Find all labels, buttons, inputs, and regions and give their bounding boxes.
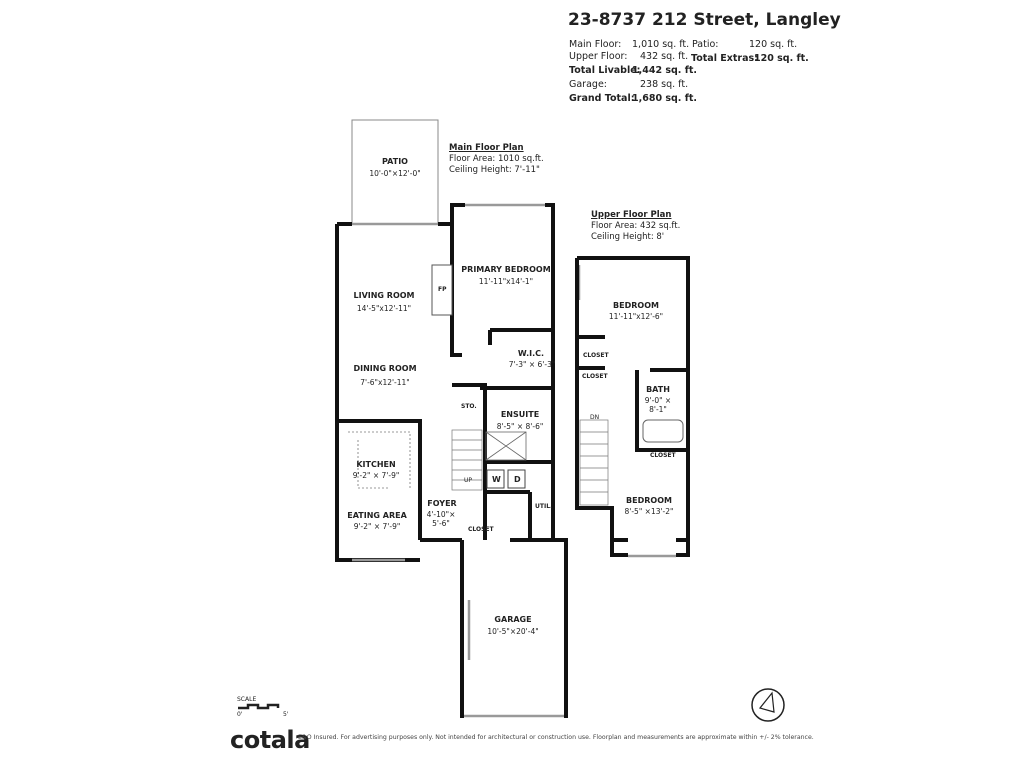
scale-bar-icon <box>238 703 280 710</box>
room-eating-area-dim: 9'-2" × 7'-9" <box>353 522 401 531</box>
room-bedroom-1-dim: 11'-11"x12'-6" <box>608 312 664 321</box>
room-primary-bedroom-name: PRIMARY BEDROOM <box>461 265 551 274</box>
room-garage-dim: 10'-5"×20'-4" <box>487 627 539 636</box>
room-kitchen-dim: 9'-2" × 7'-9" <box>352 471 400 480</box>
total-livable-label: Total Livable: <box>569 65 641 76</box>
scale-max: 5' <box>283 711 289 718</box>
upper-floor-walls <box>575 256 690 557</box>
patio-value: 120 sq. ft. <box>749 39 798 50</box>
room-foyer-dim: 4'-10"× 5'-6" <box>426 510 456 528</box>
main-floor-plan-info: Main Floor Plan Floor Area: 1010 sq.ft. … <box>449 143 544 176</box>
room-patio-dim: 10'-0"×12'-0" <box>369 169 421 178</box>
main-floor-label: Main Floor: <box>569 39 622 50</box>
washer <box>486 469 505 489</box>
room-kitchen-name: KITCHEN <box>356 460 396 469</box>
room-wic-name: W.I.C. <box>517 349 545 358</box>
room-ensuite-name: ENSUITE <box>500 410 540 419</box>
room-ensuite-dim: 8'-5" × 8'-6" <box>496 422 544 431</box>
utility-label: UTIL. <box>535 503 553 510</box>
main-stairs <box>451 429 483 491</box>
dryer <box>507 469 526 489</box>
shower <box>485 431 527 461</box>
room-living-name: LIVING ROOM <box>353 291 415 300</box>
upper-closet-3-label: CLOSET <box>650 452 676 459</box>
main-floor-value: 1,010 sq. ft. <box>632 39 690 50</box>
room-garage-name: GARAGE <box>494 615 532 624</box>
upper-floor-ceiling: Ceiling Height: 8' <box>591 232 665 242</box>
fireplace <box>431 264 453 316</box>
foyer-closet-label: CLOSET <box>468 526 494 533</box>
disclaimer-text: E&O Insured. For advertising purposes on… <box>298 734 814 741</box>
upper-floor-value: 432 sq. ft. <box>640 51 689 62</box>
dryer-label: D <box>514 475 521 484</box>
room-wic-dim: 7'-3" × 6'-3" <box>508 360 556 369</box>
room-bedroom-2-dim: 8'-5" ×13'-2" <box>624 507 674 516</box>
upper-floor-heading: Upper Floor Plan <box>591 210 672 220</box>
storage-label: STO. <box>461 403 477 410</box>
fireplace-label: FP <box>438 286 447 293</box>
property-address-title: 23-8737 212 Street, Langley <box>568 10 841 30</box>
room-dining-name: DINING ROOM <box>353 364 417 373</box>
stairs-up-label: UP <box>464 477 473 484</box>
room-dining-dim: 7'-6"x12'-11" <box>360 378 410 387</box>
stairs-down-label: DN <box>590 414 600 421</box>
room-patio-name: PATIO <box>382 157 408 166</box>
room-foyer-name: FOYER <box>427 499 457 508</box>
main-floor-heading: Main Floor Plan <box>449 143 524 153</box>
upper-stairs <box>579 419 609 506</box>
total-extras-value: 120 sq. ft. <box>754 53 809 64</box>
grand-total-value: 1,680 sq. ft. <box>632 93 698 104</box>
room-living-dim: 14'-5"x12'-11" <box>356 304 412 313</box>
total-extras-label: Total Extras: <box>691 53 758 64</box>
upper-floor-label: Upper Floor: <box>569 51 628 62</box>
grand-total-label: Grand Total: <box>569 93 635 104</box>
room-bedroom-1-name: BEDROOM <box>613 301 659 310</box>
garage-value: 238 sq. ft. <box>640 79 689 90</box>
garage-label: Garage: <box>569 79 607 90</box>
washer-label: W <box>492 475 501 484</box>
cotala-logo: cotala <box>230 726 310 754</box>
patio-label: Patio: <box>692 39 719 50</box>
main-floor-walls <box>335 203 568 718</box>
scale-label: SCALE <box>237 696 257 703</box>
room-bedroom-2-name: BEDROOM <box>626 496 672 505</box>
upper-floor-plan-info: Upper Floor Plan Floor Area: 432 sq.ft. … <box>591 210 680 243</box>
total-livable-value: 1,442 sq. ft. <box>632 65 698 76</box>
upper-floor-area: Floor Area: 432 sq.ft. <box>591 221 681 231</box>
main-floor-ceiling: Ceiling Height: 7'-11" <box>449 165 540 175</box>
room-eating-area-name: EATING AREA <box>347 511 407 520</box>
kitchen-counters <box>348 431 411 489</box>
upper-closet-1-label: CLOSET <box>583 352 609 359</box>
scale-min: 0' <box>237 711 243 718</box>
room-bath-dim: 9'-0" × 8'-1" <box>644 396 672 414</box>
bathtub <box>642 419 684 443</box>
main-floor-area: Floor Area: 1010 sq.ft. <box>449 154 544 164</box>
upper-closet-2-label: CLOSET <box>582 373 608 380</box>
room-bath-name: BATH <box>646 385 670 394</box>
north-arrow-icon <box>751 688 785 722</box>
room-primary-bedroom-dim: 11'-11"x14'-1" <box>478 277 534 286</box>
